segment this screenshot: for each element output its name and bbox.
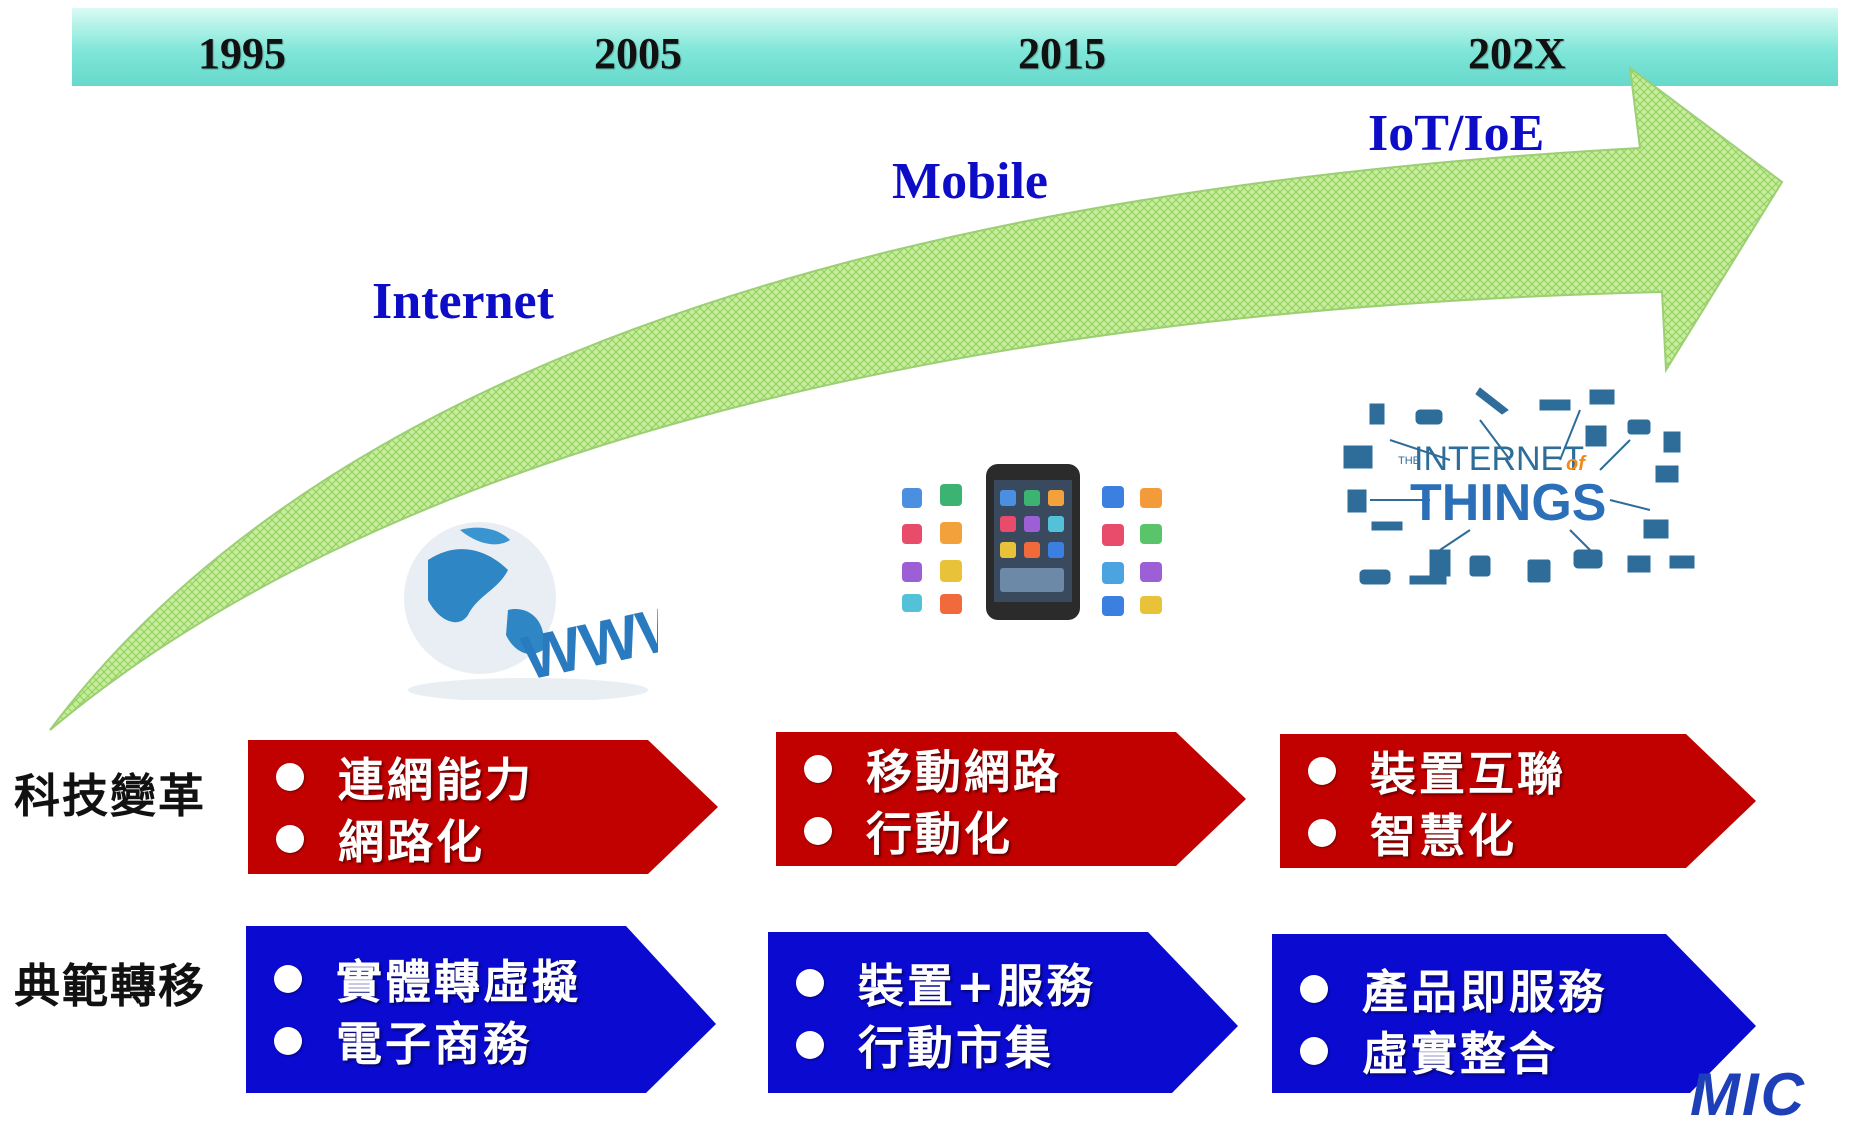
list-item: 移動網路 [804, 738, 1062, 800]
globe-www-icon: WWW [398, 520, 703, 704]
iot-internet-text: INTERNET [1414, 440, 1584, 478]
iot-things-text: THINGS [1410, 474, 1606, 532]
list-item: 智慧化 [1308, 802, 1566, 864]
era-iot-ioe: IoT/IoE [1368, 105, 1545, 162]
bullet-icon [274, 965, 302, 993]
year-1995: 1995 [198, 29, 286, 78]
smartphone-apps-icon [900, 462, 1170, 626]
bullet-icon [274, 1027, 302, 1055]
list-item: 行動化 [804, 800, 1062, 862]
tech-stage-1: 連網能力 網路化 [248, 740, 718, 874]
list-item: 連網能力 [276, 746, 534, 808]
internet-of-things-icon: THE INTERNET of THINGS [1330, 380, 1700, 614]
year-timeline-bar: 1995 2005 2015 202X [72, 8, 1838, 86]
tech-stage-3: 裝置互聯 智慧化 [1280, 734, 1756, 868]
paradigm-stage-2: 裝置+服務 行動市集 [768, 932, 1238, 1093]
bullet-icon [276, 825, 304, 853]
growth-curve-arrow [49, 65, 1784, 731]
bullet-icon [804, 755, 832, 783]
bullet-icon [1300, 975, 1328, 1003]
list-item: 實體轉虛擬 [274, 948, 581, 1010]
paradigm-stage-3: 產品即服務 虛實整合 [1272, 934, 1756, 1093]
year-2005: 2005 [594, 29, 682, 78]
year-2015: 2015 [1018, 29, 1106, 78]
list-item: 網路化 [276, 808, 534, 870]
iot-of-text: of [1566, 453, 1587, 475]
list-item: 產品即服務 [1300, 958, 1607, 1020]
list-item: 虛實整合 [1300, 1020, 1607, 1082]
bullet-icon [796, 1031, 824, 1059]
list-item: 行動市集 [796, 1014, 1096, 1076]
list-item: 電子商務 [274, 1010, 581, 1072]
era-mobile: Mobile [892, 153, 1048, 210]
list-item: 裝置+服務 [796, 952, 1096, 1014]
year-202x: 202X [1468, 29, 1566, 78]
paradigm-stage-1: 實體轉虛擬 電子商務 [246, 926, 716, 1093]
row-label-tech-change: 科技變革 [14, 769, 206, 823]
bullet-icon [1308, 819, 1336, 847]
iot-the-text: THE [1398, 455, 1420, 467]
bullet-icon [804, 817, 832, 845]
bullet-icon [1300, 1037, 1328, 1065]
bullet-icon [796, 969, 824, 997]
list-item: 裝置互聯 [1308, 740, 1566, 802]
row-label-paradigm-shift: 典範轉移 [14, 959, 206, 1013]
era-internet: Internet [372, 273, 554, 330]
bullet-icon [1308, 757, 1336, 785]
mic-logo: MIC [1690, 1061, 1806, 1128]
bullet-icon [276, 763, 304, 791]
tech-stage-2: 移動網路 行動化 [776, 732, 1246, 866]
